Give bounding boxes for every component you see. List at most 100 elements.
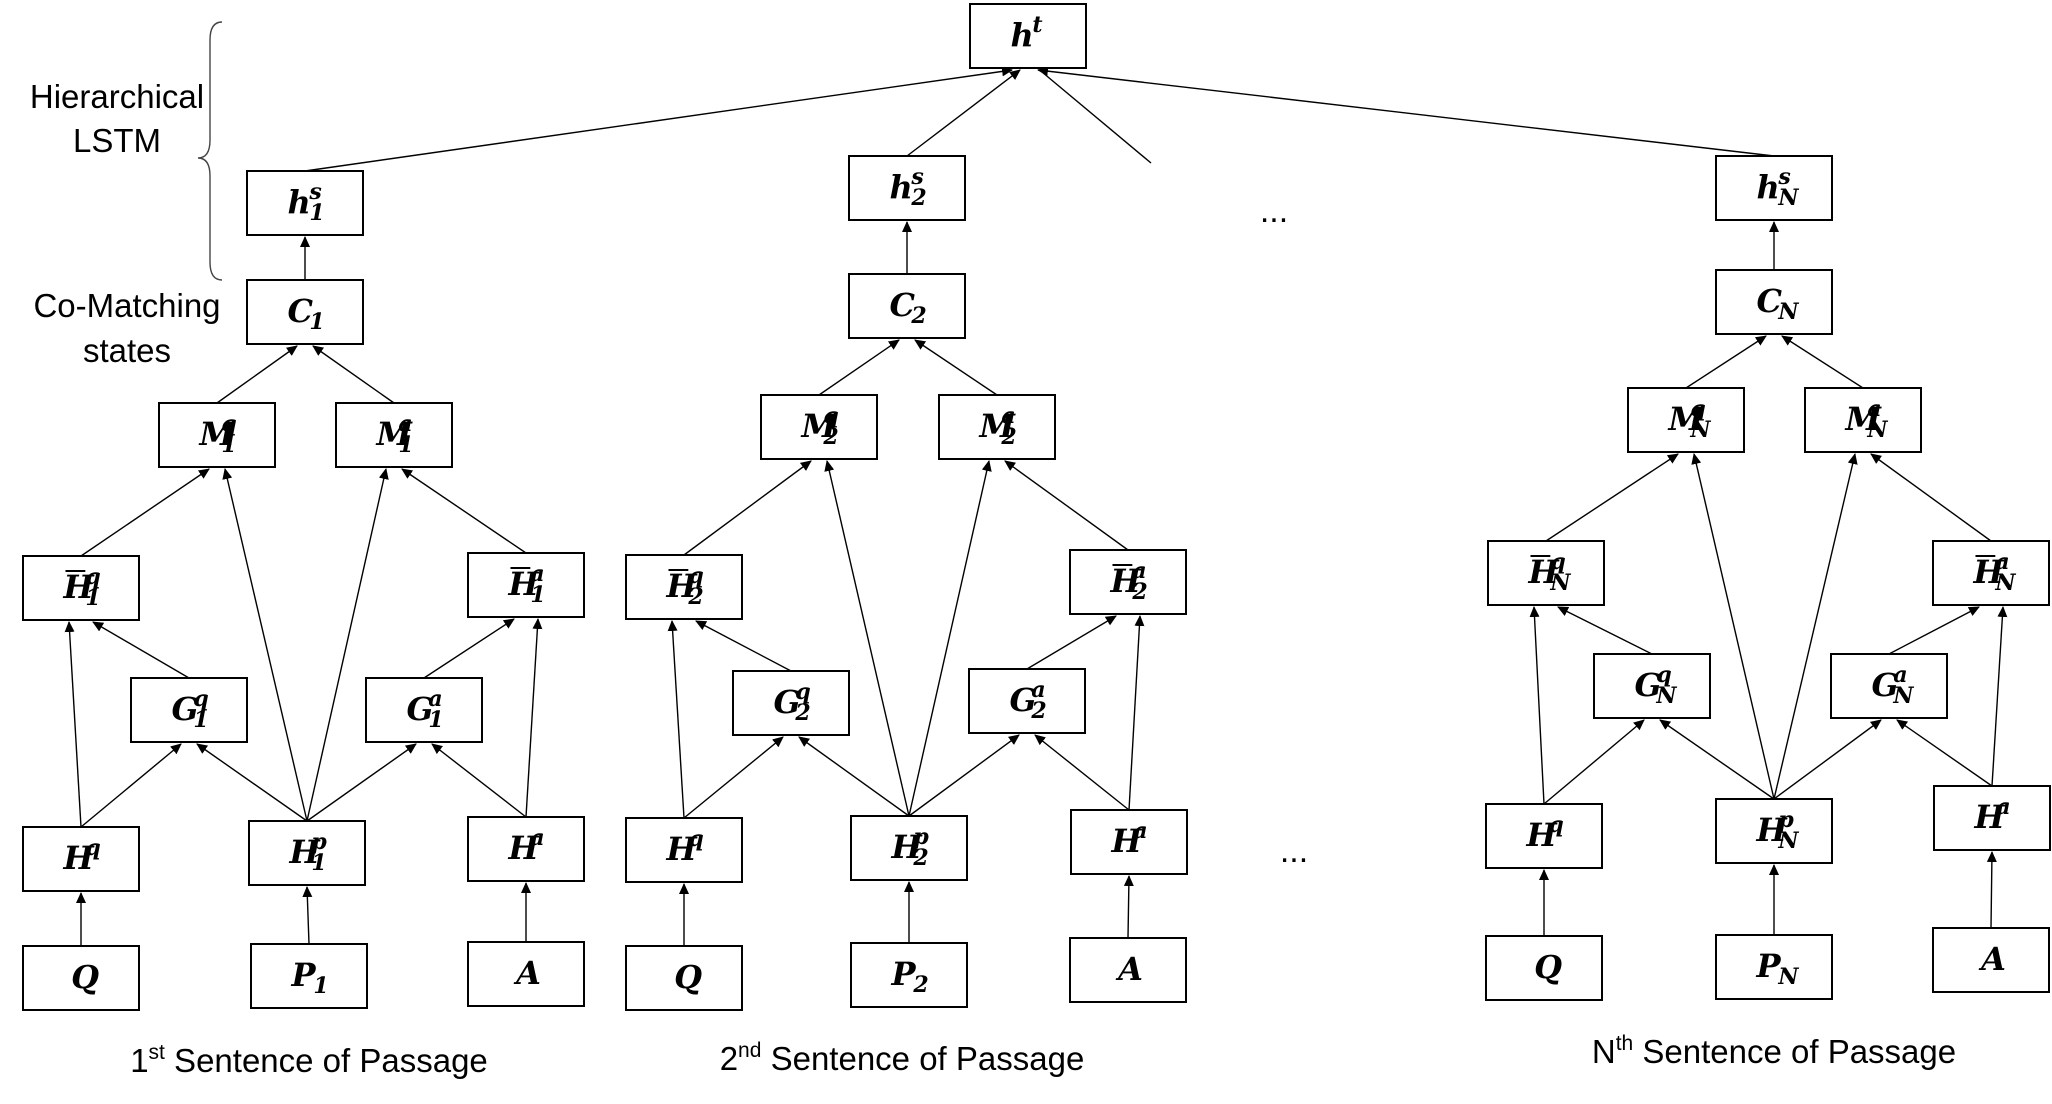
node-symbol: h [889, 168, 912, 206]
node-box [1804, 387, 1922, 453]
edge-HpN-to-GNq [1659, 719, 1775, 800]
edge-Hq1-to-Hb1q [64, 621, 82, 828]
edge-Ha1-to-Hb1a [525, 618, 543, 818]
node-symbol: Q [674, 958, 702, 996]
node-subscript: 1 [85, 585, 100, 611]
node-box [1593, 653, 1711, 719]
node-symbol: G [773, 683, 800, 721]
node-box [246, 279, 364, 345]
node-M2q: Mq2 [760, 394, 878, 460]
hierarchical-brace [197, 21, 223, 281]
node-superscript: a [530, 825, 544, 851]
node-box [1932, 927, 2050, 993]
edge-A2-to-Ha2 [1123, 875, 1134, 939]
comatching-label-line2: states [83, 332, 171, 369]
node-CN: CN [1715, 269, 1833, 335]
node-symbol: C [889, 286, 915, 324]
node-subscript: 2 [1030, 698, 1046, 724]
edge-Hp2-to-G2q [798, 736, 910, 817]
node-symbol: A [513, 954, 541, 992]
node-symbol: M [978, 407, 1016, 445]
node-subscript: 2 [910, 303, 926, 329]
edge-M1a-to-C1 [312, 345, 395, 404]
edges-layer [64, 66, 2008, 946]
node-subscript: N [1777, 964, 1799, 990]
node-symbol: Q [71, 958, 99, 996]
node-symbol: h [287, 183, 310, 221]
edge-GNa-to-HbNa [1888, 606, 1980, 655]
edge-G2q-to-Hb2q [695, 620, 792, 672]
node-box [968, 668, 1086, 734]
column-caption-n: Nth Sentence of Passage [1592, 1032, 1956, 1070]
node-superscript: q [221, 411, 236, 437]
node-subscript: 2 [1000, 424, 1016, 450]
node-symbol: H [62, 839, 95, 877]
node-MNq: MqN [1627, 387, 1745, 453]
edge-Hq1-to-G1q [80, 743, 182, 828]
node-superscript: q [795, 679, 810, 705]
node-subscript: 1 [428, 707, 443, 733]
node-symbol: h [1756, 168, 1779, 206]
node-symbol: M [375, 415, 413, 453]
node-Q1: Q [22, 945, 140, 1011]
node-superscript: t [1032, 12, 1042, 38]
node-box [1715, 798, 1833, 864]
edge-GNq-to-HbNq [1557, 606, 1653, 655]
node-superscript: q [193, 686, 208, 712]
node-subscript: N [1777, 185, 1799, 211]
node-subscript: 1 [309, 309, 324, 335]
node-box [1715, 155, 1833, 221]
edge-HbNa-to-MNa [1870, 453, 1992, 542]
edge-HaN-to-GNa [1896, 719, 1993, 787]
node-box [850, 942, 968, 1008]
node-superscript: a [428, 686, 442, 712]
node-symbol: H [1755, 811, 1788, 849]
node-ht: ht [969, 3, 1087, 69]
node-subscript: 1 [309, 200, 324, 226]
edge-h2s-to-ht [906, 69, 1021, 157]
node-symbol: H [1973, 798, 2006, 836]
node-HbNa: HaN [1932, 540, 2050, 606]
node-Hb1a: Ha1 [467, 552, 585, 618]
node-box [246, 170, 364, 236]
node-box [1830, 653, 1948, 719]
node-symbol: H [1109, 562, 1142, 600]
node-symbol: G [406, 690, 433, 728]
node-superscript: a [1893, 662, 1907, 688]
node-symbol: P [890, 955, 916, 993]
node-box [1485, 935, 1603, 1001]
edge-HaN-to-HbNa [1991, 606, 2008, 787]
node-subscript: N [1892, 683, 1914, 709]
node-superscript: q [823, 403, 838, 429]
node-HbNq: HqN [1487, 540, 1605, 606]
edge-Hp2-to-M2q [824, 460, 910, 817]
edge-Hb2a-to-M2a [1004, 460, 1129, 551]
node-M1a: Ma1 [335, 402, 453, 468]
node-P1: P1 [250, 943, 368, 1009]
node-box [365, 677, 483, 743]
node-box [732, 670, 850, 736]
edge-M1q-to-C1 [216, 345, 298, 404]
edge-h1s-to-ht [304, 66, 1013, 172]
edge-Hq2-to-Hb2q [667, 620, 685, 819]
edge-Hp1-to-M1q [222, 468, 308, 822]
edge-HqN-to-HbNq [1529, 606, 1545, 805]
node-Ha1: Ha [467, 816, 585, 882]
node-superscript: p [1778, 807, 1794, 833]
node-subscript: N [1549, 570, 1571, 596]
node-symbol: H [507, 829, 540, 867]
node-Hb2a: Ha2 [1069, 549, 1187, 615]
node-symbol: C [1756, 282, 1782, 320]
node-symbol: H [665, 567, 698, 605]
node-superscript: a [1132, 558, 1146, 584]
node-PN: PN [1715, 934, 1833, 1000]
node-box [625, 945, 743, 1011]
node-box [130, 677, 248, 743]
node-Hp2: Hp2 [850, 815, 968, 881]
column-caption-1: 1st Sentence of Passage [130, 1041, 488, 1079]
node-symbol: M [800, 407, 838, 445]
node-box [1070, 809, 1188, 875]
node-superscript: s [910, 164, 923, 190]
node-symbol: G [171, 690, 198, 728]
node-symbol: H [288, 833, 321, 871]
